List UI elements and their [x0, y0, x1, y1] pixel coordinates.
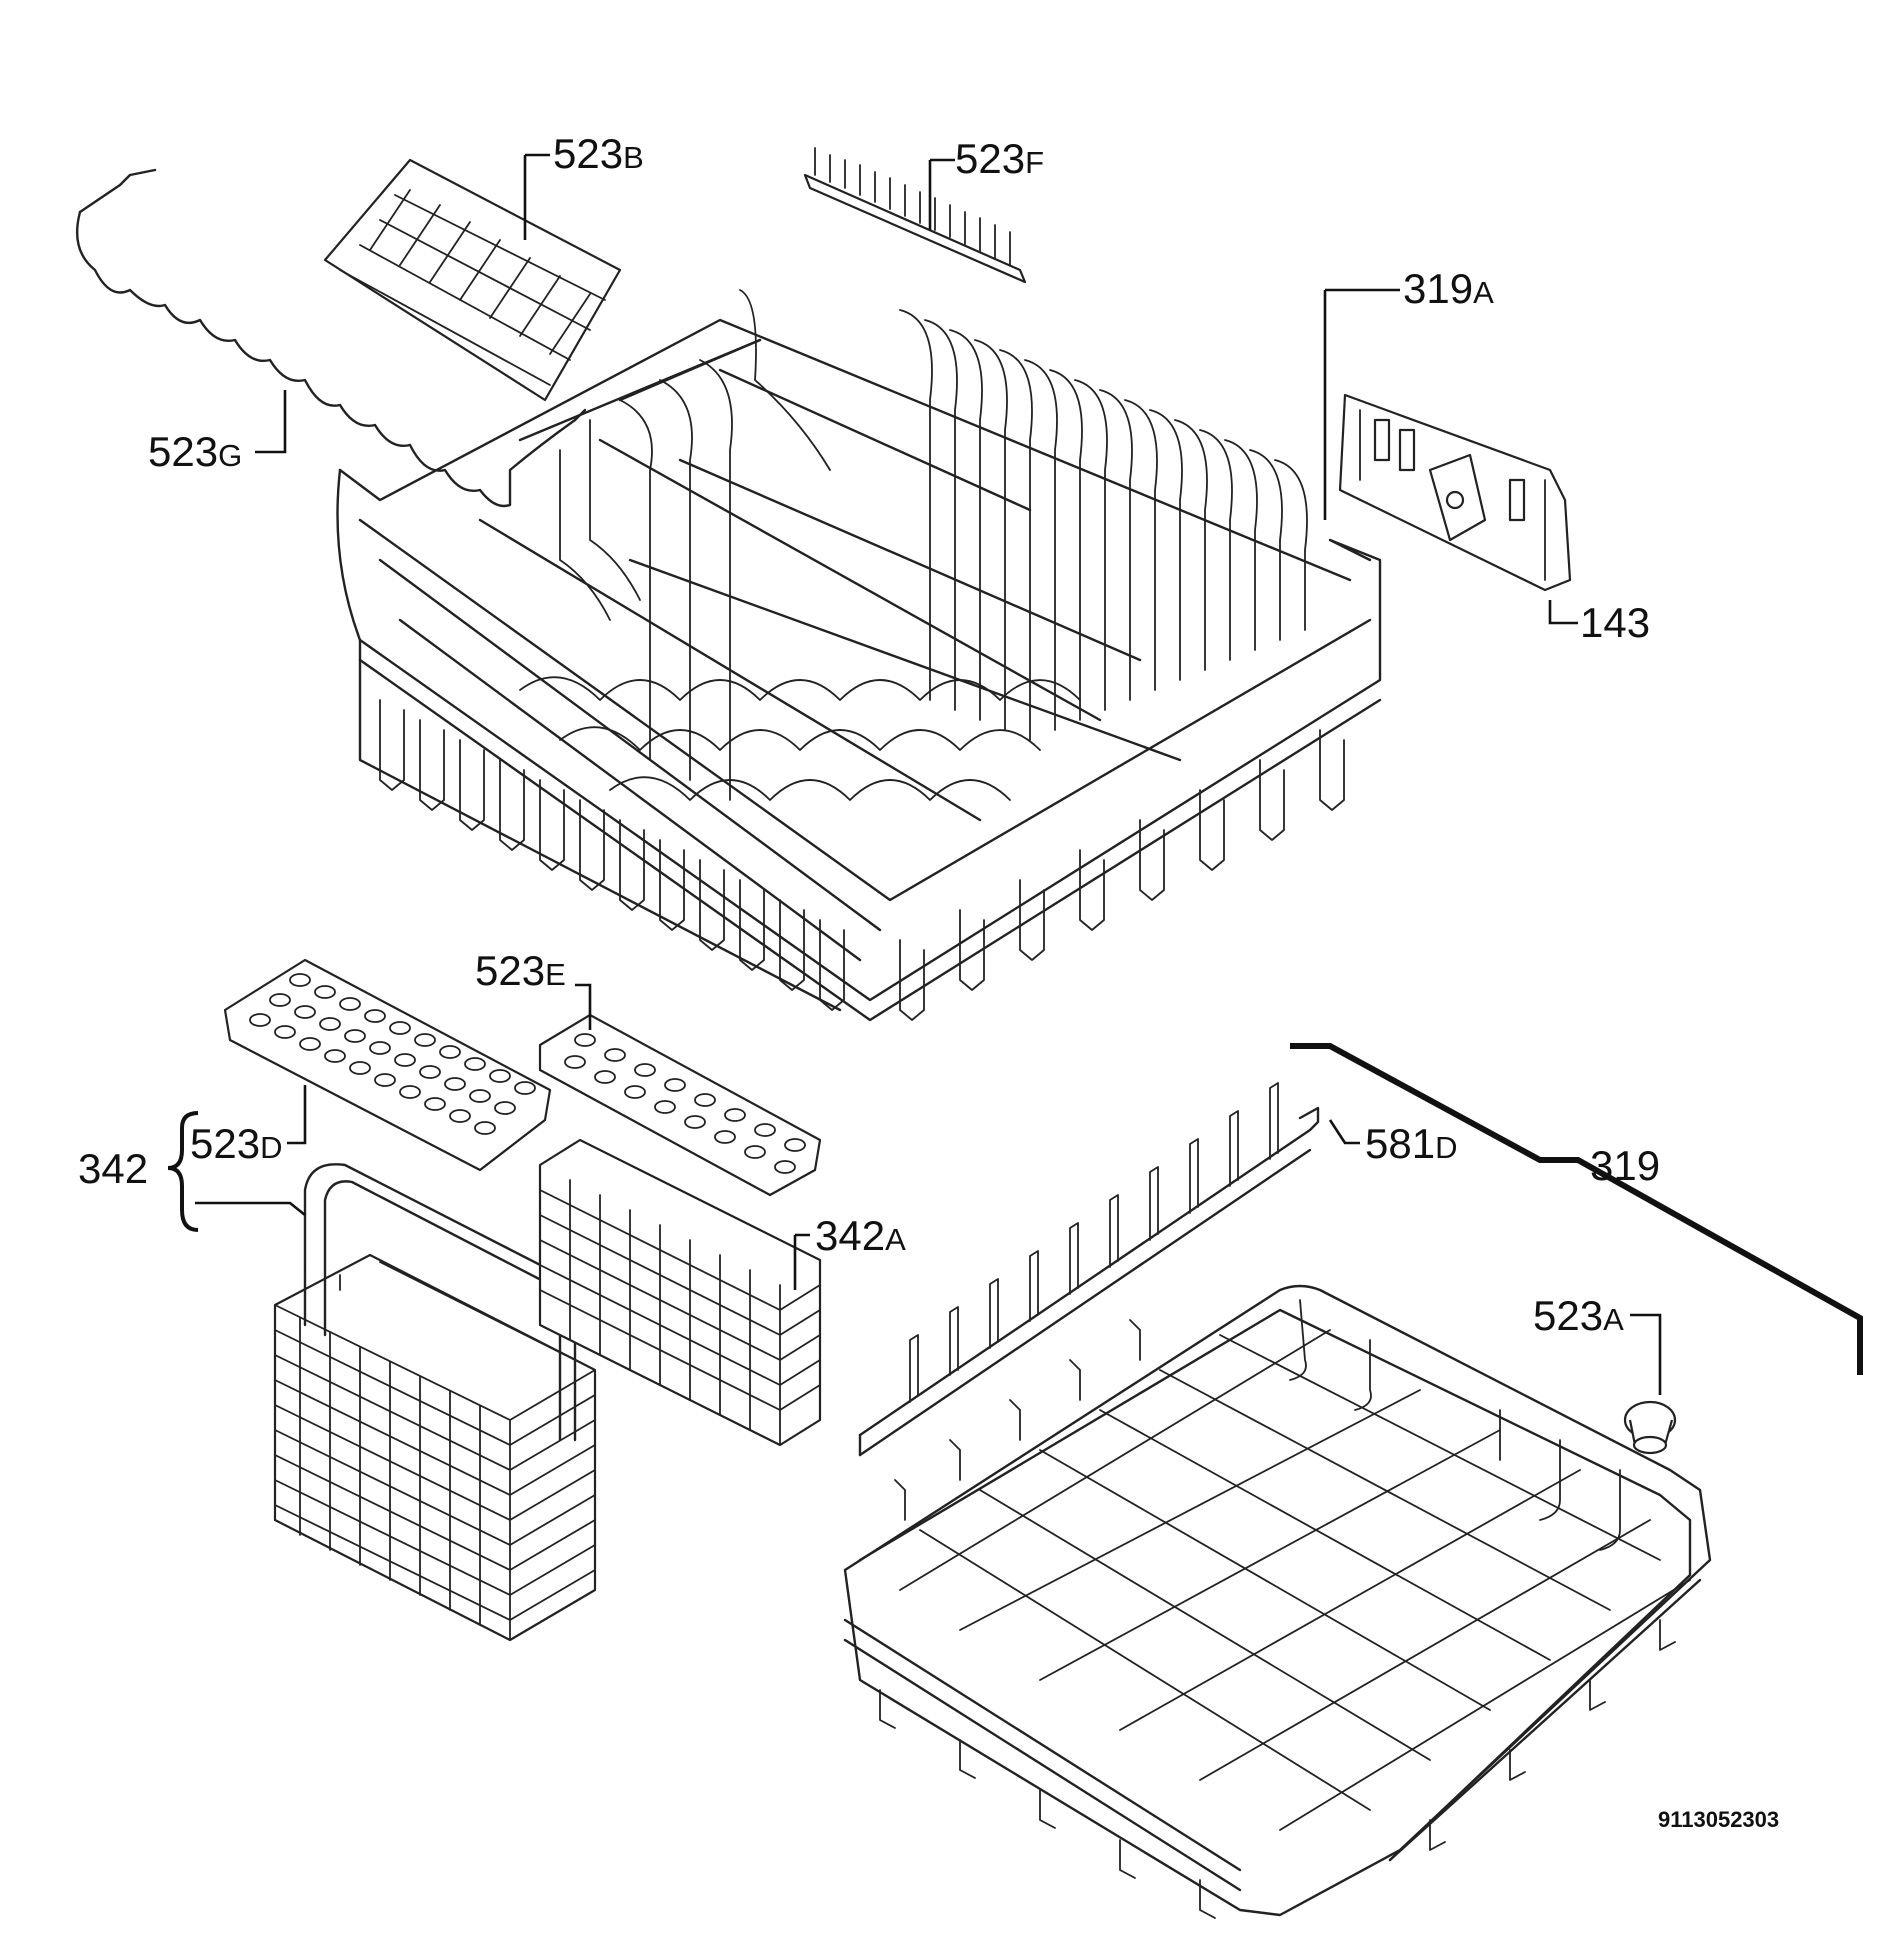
folding-rack-581d: [858, 1082, 1320, 1457]
leader-lines: [167, 153, 1863, 1395]
rack-insert-523b: [323, 158, 622, 402]
label-342a: 342A: [815, 1212, 906, 1259]
label-523a: 523A: [1533, 1292, 1624, 1339]
basket-half-342a: [538, 1138, 822, 1447]
document-number: 9113052303: [1658, 1807, 1779, 1832]
spring-rail-523g: [76, 168, 587, 508]
label-319: 319: [1590, 1142, 1660, 1189]
label-143: 143: [1580, 599, 1650, 646]
label-581d: 581D: [1365, 1120, 1457, 1167]
label-523f: 523F: [955, 135, 1044, 182]
label-523e: 523E: [475, 947, 566, 994]
bracket-319a: [1338, 393, 1572, 592]
cutlery-basket-342: [273, 1163, 597, 1642]
label-342: 342: [78, 1145, 148, 1192]
comb-523f: [803, 147, 1027, 284]
label-523g: 523G: [148, 428, 242, 475]
upper-basket: [336, 289, 1382, 1022]
lower-basket: [843, 1284, 1712, 1919]
label-523b: 523B: [553, 130, 644, 177]
label-319a: 319A: [1403, 265, 1494, 312]
cutlery-tray-523d: [223, 958, 552, 1172]
wheel-523a: [1623, 1400, 1677, 1455]
label-523d: 523D: [190, 1120, 282, 1167]
